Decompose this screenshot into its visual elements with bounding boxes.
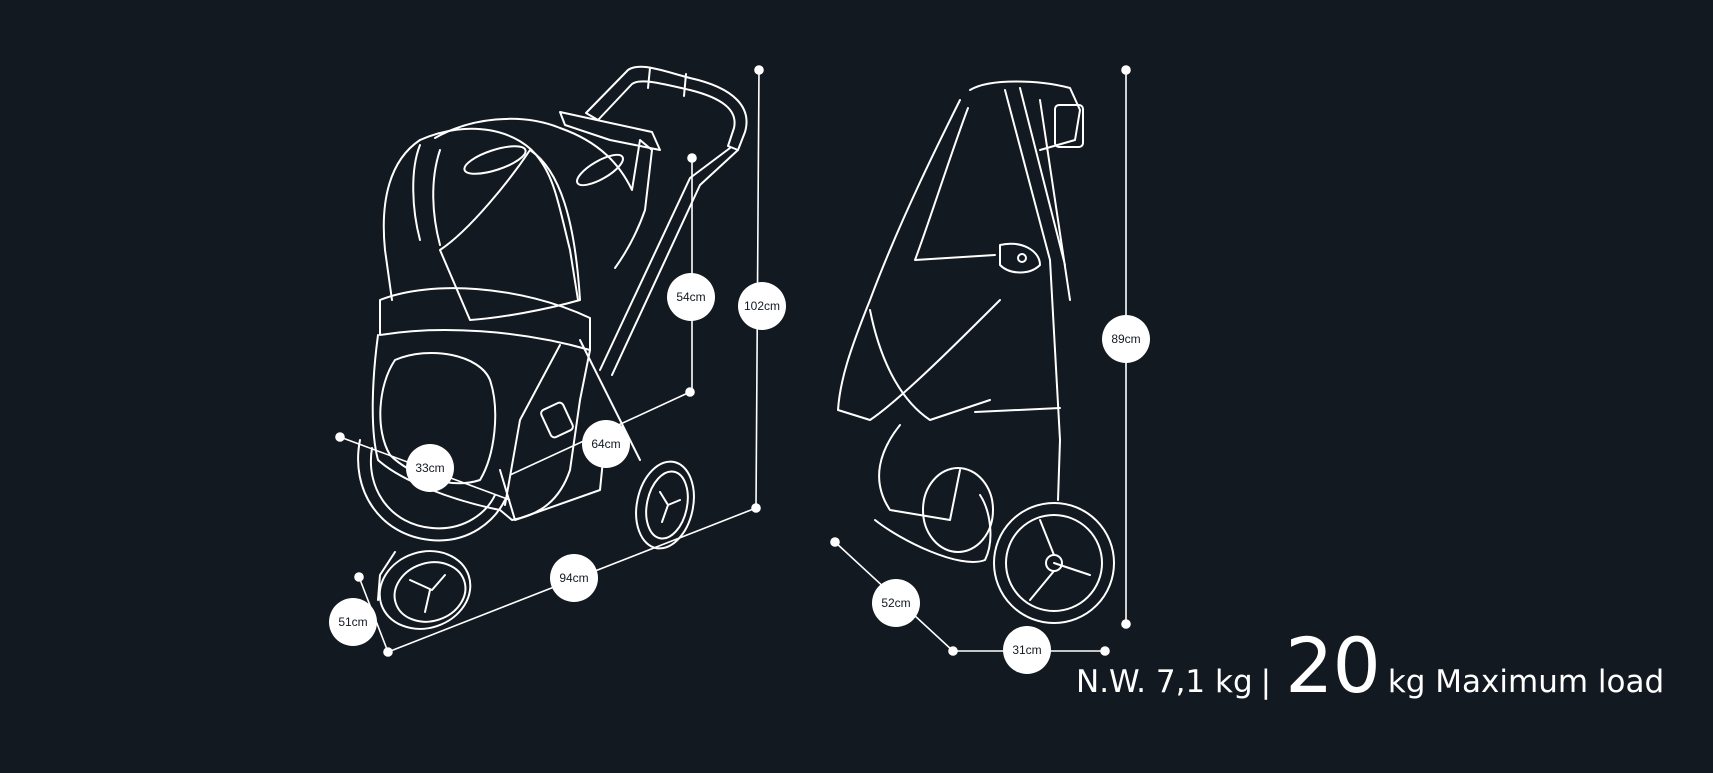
folded-width-dot-right (1100, 646, 1110, 656)
canopy-front-arch (419, 127, 579, 301)
length-label: 94cm (559, 571, 588, 585)
label-folded-depth: 52cm (872, 579, 920, 627)
label-bubble (406, 444, 454, 492)
canopy-window-left (463, 145, 527, 175)
label-total-height: 102cm (738, 282, 786, 330)
rear-wheel-rim (645, 470, 689, 540)
folded-rear-wheel (993, 502, 1115, 624)
folded-rear-wheel-rim (1005, 514, 1103, 612)
label-bubble (872, 579, 920, 627)
canopy-rim (412, 144, 441, 246)
handlebar-grip-marks (647, 67, 687, 97)
folded-handle-top (969, 80, 1081, 151)
label-bubble (1102, 315, 1150, 363)
top-length-label: 64cm (591, 437, 620, 451)
folded-hinge (999, 242, 1041, 274)
folded-depth-dot (830, 537, 840, 547)
front-fender-inner (369, 447, 496, 530)
folded-hinge-bolt (1017, 253, 1027, 263)
fold-hinge (540, 401, 574, 439)
label-bubble (738, 282, 786, 330)
label-bubble (550, 554, 598, 602)
label-cabin-width: 33cm (406, 444, 454, 492)
open-dimension-lines (335, 65, 764, 657)
canopy-sunroof (559, 111, 661, 151)
canopy-back (434, 117, 653, 269)
folded-canopy-inner (914, 107, 996, 261)
front-fender (357, 439, 506, 542)
width-label: 51cm (338, 615, 367, 629)
label-bubble (667, 273, 715, 321)
label-bubble (1003, 626, 1051, 674)
folded-crossbar (974, 407, 1061, 413)
weight-separator: | (1260, 664, 1272, 700)
front-wheel (378, 550, 472, 630)
front-wheel-spokes (409, 574, 446, 613)
front-fork (377, 551, 396, 601)
folded-front-wheel (922, 467, 994, 553)
max-load-label: kg Maximum load (1387, 664, 1665, 700)
folded-basket (878, 424, 961, 521)
cabin-width-dot (335, 432, 345, 442)
total-height-label: 102cm (744, 299, 780, 313)
weight-info: N.W. 7,1 kg | 20 kg Maximum load (1076, 628, 1664, 704)
folded-cabin (869, 309, 991, 421)
folded-dimension-lines (830, 65, 1131, 656)
folded-frame-tubes (1004, 87, 1071, 441)
total-height-dot-top (754, 65, 764, 75)
folded-lock (1054, 104, 1084, 148)
cabin-width-label: 33cm (415, 461, 444, 475)
front-wheel-rim (393, 561, 467, 623)
width-dot (354, 572, 364, 582)
folded-height-label: 89cm (1111, 332, 1140, 346)
folded-rear-leg (1057, 439, 1061, 501)
label-folded-height: 89cm (1102, 315, 1150, 363)
cabin-body (371, 334, 591, 521)
folded-height-dot-bottom (1121, 619, 1131, 629)
label-width: 51cm (329, 598, 377, 646)
label-bubble (582, 420, 630, 468)
rear-wheel-spokes (659, 491, 681, 523)
canopy-side (382, 139, 421, 301)
folded-rear-wheel-spokes (1029, 519, 1091, 601)
rear-legs (504, 339, 641, 506)
seat-height-label: 54cm (676, 290, 705, 304)
label-seat-height: 54cm (667, 273, 715, 321)
folded-width-label: 31cm (1012, 643, 1041, 657)
folded-stroller-drawing (837, 80, 1115, 624)
net-weight: N.W. 7,1 kg (1076, 664, 1253, 700)
folded-front-fender (874, 494, 992, 563)
canopy-window-right (576, 153, 624, 187)
folded-height-dot-top (1121, 65, 1131, 75)
folded-depth-label: 52cm (881, 596, 910, 610)
open-stroller-drawing (357, 65, 748, 630)
label-bubble (329, 598, 377, 646)
label-length: 94cm (550, 554, 598, 602)
handlebar (585, 65, 748, 151)
folded-canopy (837, 99, 1001, 421)
seat-height-dot-top (687, 153, 697, 163)
folded-width-dot-left (948, 646, 958, 656)
max-load-value: 20 (1285, 621, 1381, 710)
cabin-side-window (379, 352, 497, 485)
rear-frame-tubes (599, 147, 739, 376)
label-folded-width: 31cm (1003, 626, 1051, 674)
label-top-length: 64cm (582, 420, 630, 468)
front-opening (439, 149, 581, 321)
